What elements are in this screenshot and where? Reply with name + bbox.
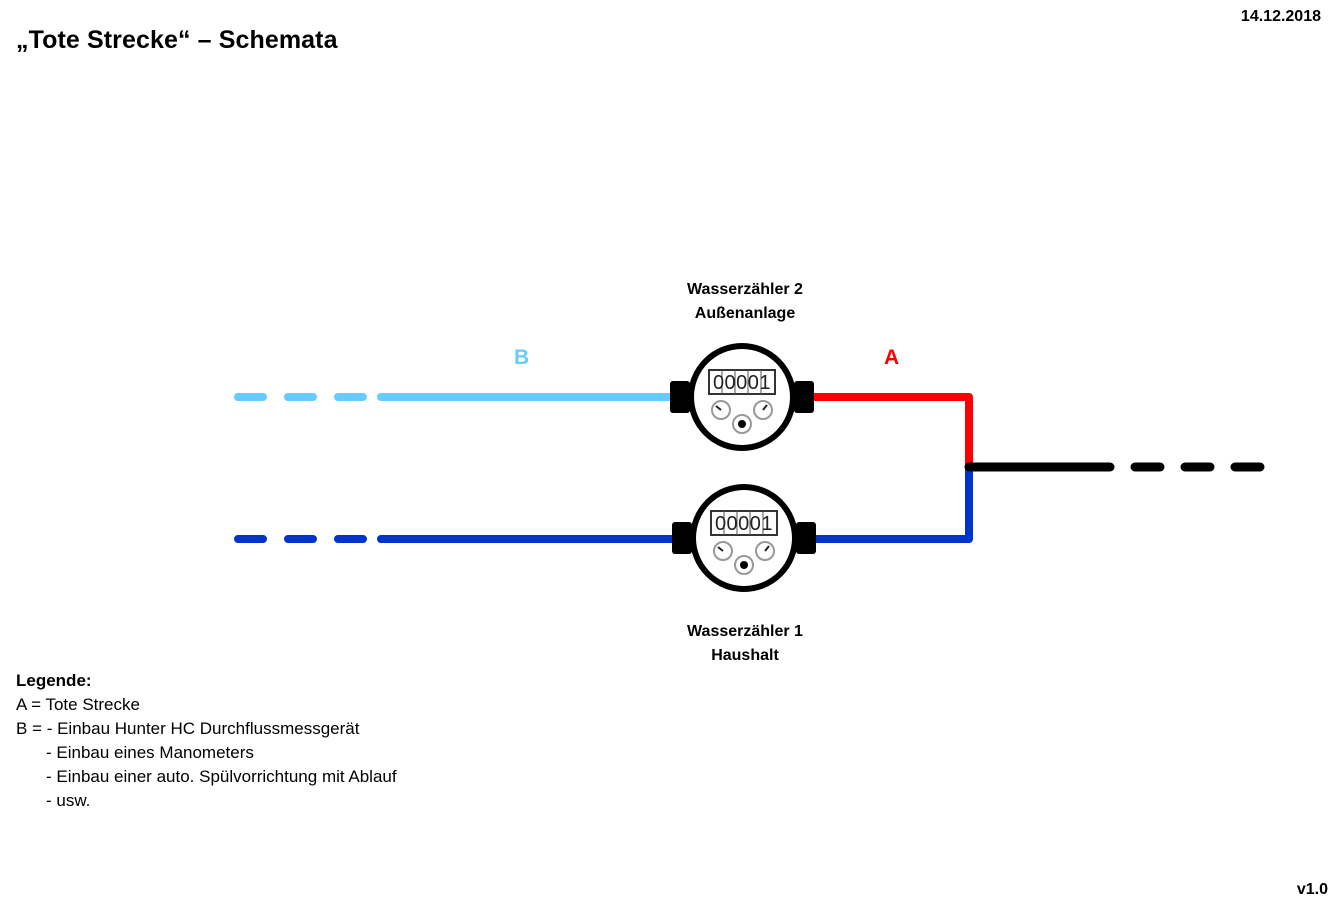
- meter-outlet-flange: [796, 522, 816, 554]
- meter-2-name: Wasserzähler 2: [687, 281, 803, 298]
- meter-2-location: Außenanlage: [694, 305, 796, 322]
- meter-counter-box: [708, 369, 776, 395]
- legend: Legende: A = Tote Strecke B = - Einbau H…: [16, 669, 397, 813]
- legend-heading: Legende:: [16, 671, 92, 690]
- meter-1-location: Haushalt: [711, 647, 779, 664]
- legend-item-b-sub: - Einbau eines Manometers: [46, 743, 254, 762]
- legend-item-b-sub: - Einbau einer auto. Spülvorrichtung mit…: [46, 767, 397, 786]
- meter-1-reading: 00001: [715, 513, 773, 535]
- meter-1-label: Wasserzähler 1 Haushalt: [635, 620, 855, 668]
- pipes: [234, 393, 1267, 543]
- household-pipe-to-junction: [813, 463, 973, 543]
- meter-2-reading: 00001: [713, 372, 771, 394]
- segment-b-label: B: [514, 346, 530, 369]
- segment-a-label: A: [884, 346, 900, 369]
- version-label: v1.0: [1296, 881, 1328, 898]
- water-meter-1-icon: 00001: [672, 484, 816, 592]
- dead-leg-pipe-segment-a: [811, 393, 973, 471]
- page-title: „Tote Strecke“ – Schemata: [16, 26, 338, 54]
- meter-1-name: Wasserzähler 1: [687, 623, 803, 640]
- legend-item-a: A = Tote Strecke: [16, 695, 140, 714]
- legend-item-b: B = - Einbau Hunter HC Durchflussmessger…: [16, 719, 360, 738]
- meter-inlet-flange: [672, 522, 692, 554]
- meter-outlet-flange: [794, 381, 814, 413]
- meter-2-label: Wasserzähler 2 Außenanlage: [635, 278, 855, 326]
- document-date: 14.12.2018: [1240, 8, 1321, 25]
- legend-item-b-sub: - usw.: [46, 791, 91, 810]
- meter-counter-box: [710, 510, 778, 536]
- meter-inlet-flange: [670, 381, 690, 413]
- water-meter-2-icon: 00001: [670, 343, 814, 451]
